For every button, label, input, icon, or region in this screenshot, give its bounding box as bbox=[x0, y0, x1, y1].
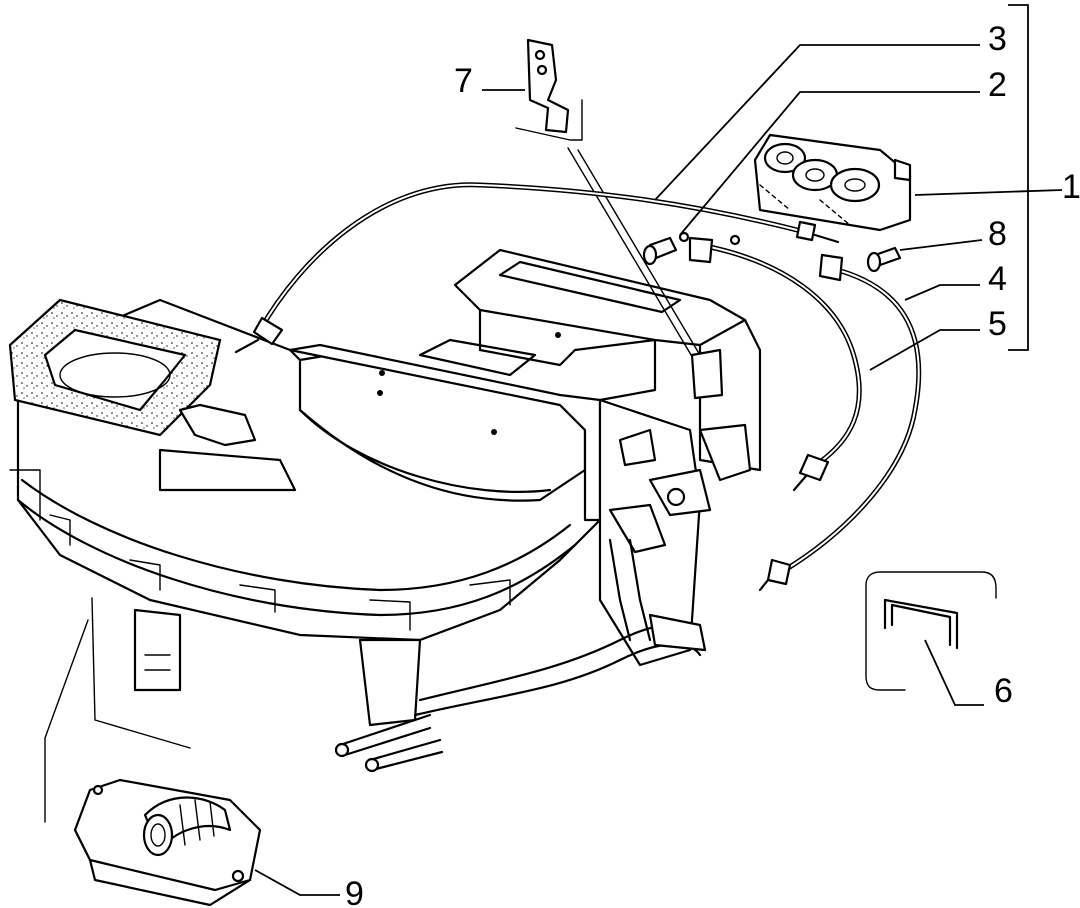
leader-lines bbox=[254, 4, 1063, 896]
cable-part-5 bbox=[688, 236, 862, 492]
callout-1: 1 bbox=[1062, 168, 1080, 206]
callout-5: 5 bbox=[988, 305, 1007, 343]
heater-housing bbox=[8, 248, 762, 773]
callout-8: 8 bbox=[988, 215, 1007, 253]
resistor-part-9 bbox=[73, 778, 262, 907]
callout-3: 3 bbox=[988, 20, 1007, 58]
bolt-part-2 bbox=[642, 231, 690, 266]
clip-part-6-inset bbox=[865, 571, 997, 691]
callout-4: 4 bbox=[988, 260, 1007, 298]
callout-6: 6 bbox=[994, 672, 1013, 710]
cable-part-4 bbox=[758, 253, 922, 592]
callout-2: 2 bbox=[988, 66, 1007, 104]
cable-part-3 bbox=[234, 182, 840, 354]
callout-labels: 1 2 3 4 5 6 7 8 9 bbox=[345, 20, 1080, 908]
callout-7: 7 bbox=[454, 62, 473, 100]
bolt-part-8 bbox=[729, 234, 902, 273]
bracket-part-7 bbox=[515, 38, 724, 400]
resistor-location-lines bbox=[44, 597, 191, 823]
callout-9: 9 bbox=[345, 875, 364, 908]
control-panel-part-1 bbox=[753, 133, 912, 232]
